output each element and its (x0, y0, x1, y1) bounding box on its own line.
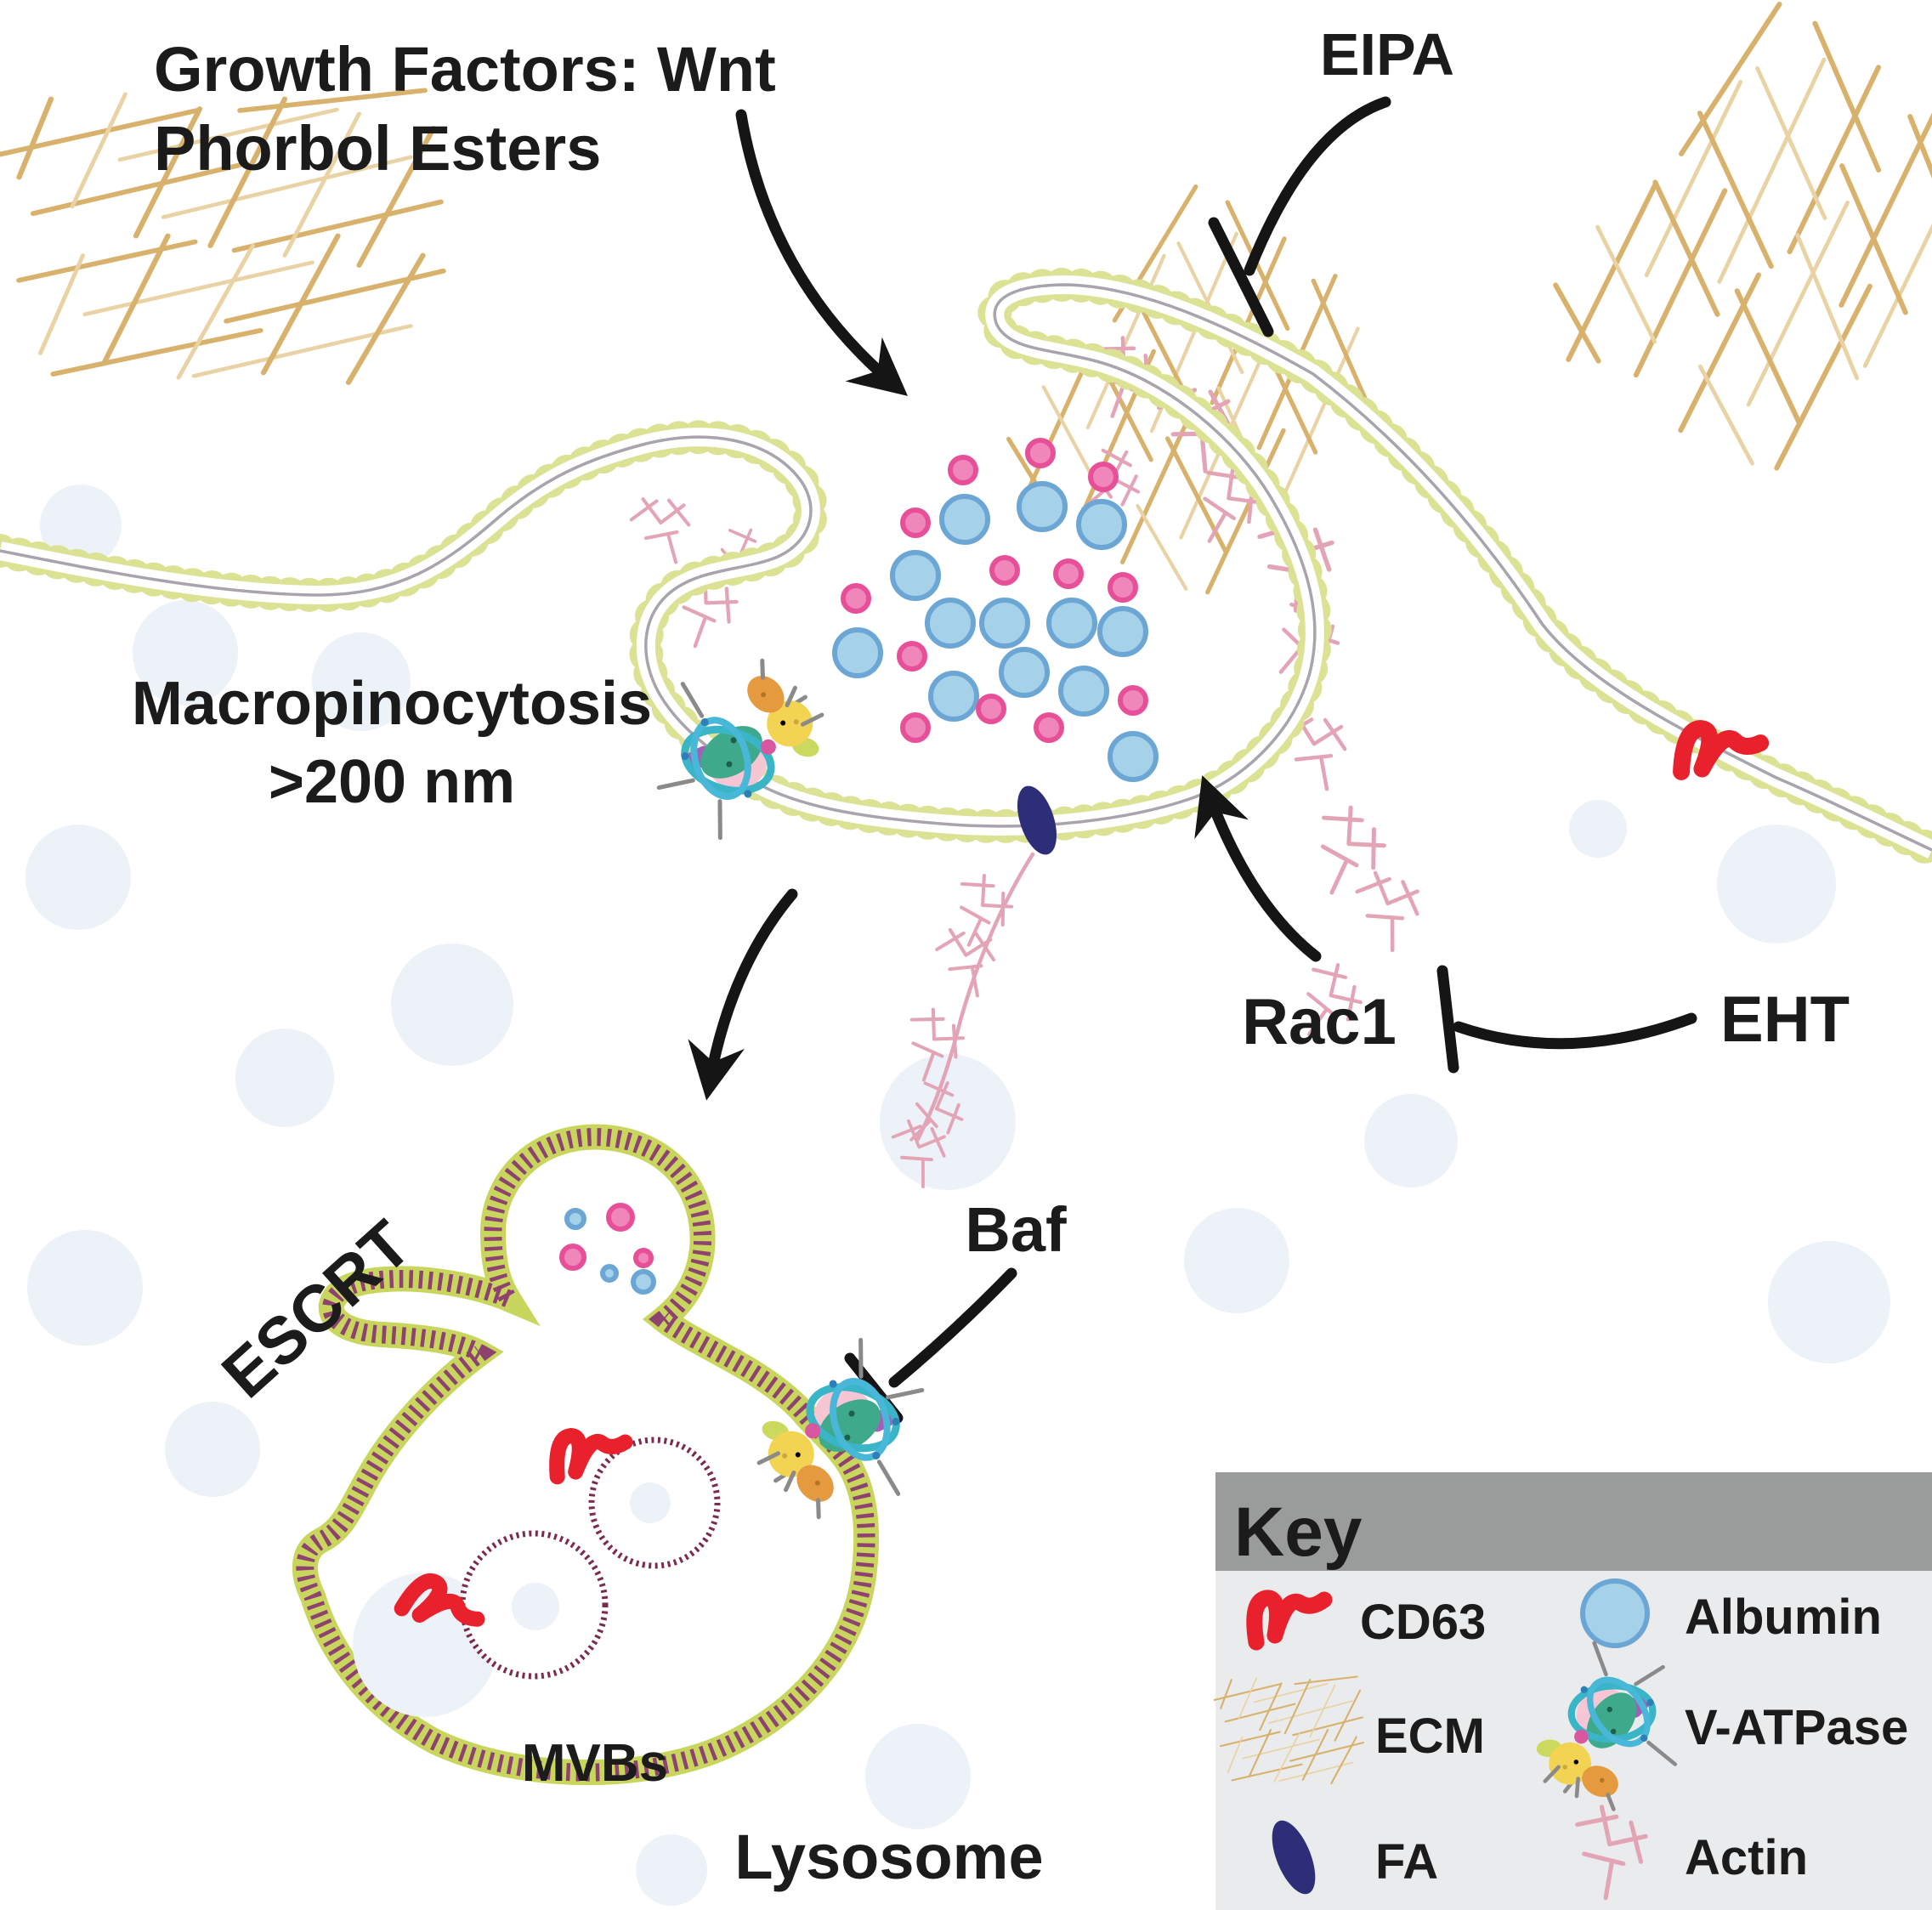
mvb-1 (588, 1437, 721, 1569)
key-label-fa: FA (1375, 1834, 1438, 1890)
pink-cargo-dots (841, 438, 1148, 743)
mvbs-label: MVBs (522, 1734, 668, 1793)
background-blobs (25, 485, 1890, 1906)
plasma-membrane (0, 267, 1932, 867)
lysosome-label: Lysosome (734, 1822, 1043, 1892)
baf-label: Baf (965, 1194, 1067, 1265)
key-label-v-atpase: V-ATPase (1685, 1700, 1908, 1755)
growth-factors-label-line1: Growth Factors: Wnt (154, 34, 776, 105)
arrow-cup-to-lysosome (688, 888, 798, 1101)
lysosome-bulge-cargo (559, 1203, 656, 1295)
key-label-ecm: ECM (1375, 1709, 1485, 1764)
key-label-albumin: Albumin (1685, 1590, 1882, 1645)
rac1-label: Rac1 (1242, 986, 1397, 1058)
key-label-cd63: CD63 (1360, 1595, 1486, 1650)
fa-icon (1272, 1820, 1316, 1895)
inhibitor-eht-rac1 (1436, 965, 1697, 1074)
albumin-dots (832, 481, 1159, 782)
mvb-2 (459, 1530, 609, 1680)
fa-actin-tail (889, 852, 1035, 1193)
macropinocytosis-label-line2: >200 nm (269, 748, 515, 816)
eht-label: EHT (1720, 983, 1850, 1056)
key-panel-header (1215, 1472, 1932, 1571)
arrow-rac1-to-membrane (1194, 775, 1322, 962)
key-title: Key (1234, 1493, 1363, 1571)
eipa-label: EIPA (1320, 21, 1454, 88)
arrow-growth-factors (735, 109, 908, 396)
albumin-icon (1580, 1578, 1650, 1648)
key-label-actin: Actin (1685, 1830, 1808, 1885)
inhibitor-eipa (1208, 96, 1391, 337)
key-panel: Key CD63 Albumin ECM V-ATPase FA Actin (1210, 1472, 1932, 1910)
growth-factors-label-line2: Phorbol Esters (154, 113, 601, 184)
macropinocytosis-label-line1: Macropinocytosis (132, 670, 652, 738)
fa-ellipse (1017, 785, 1057, 855)
